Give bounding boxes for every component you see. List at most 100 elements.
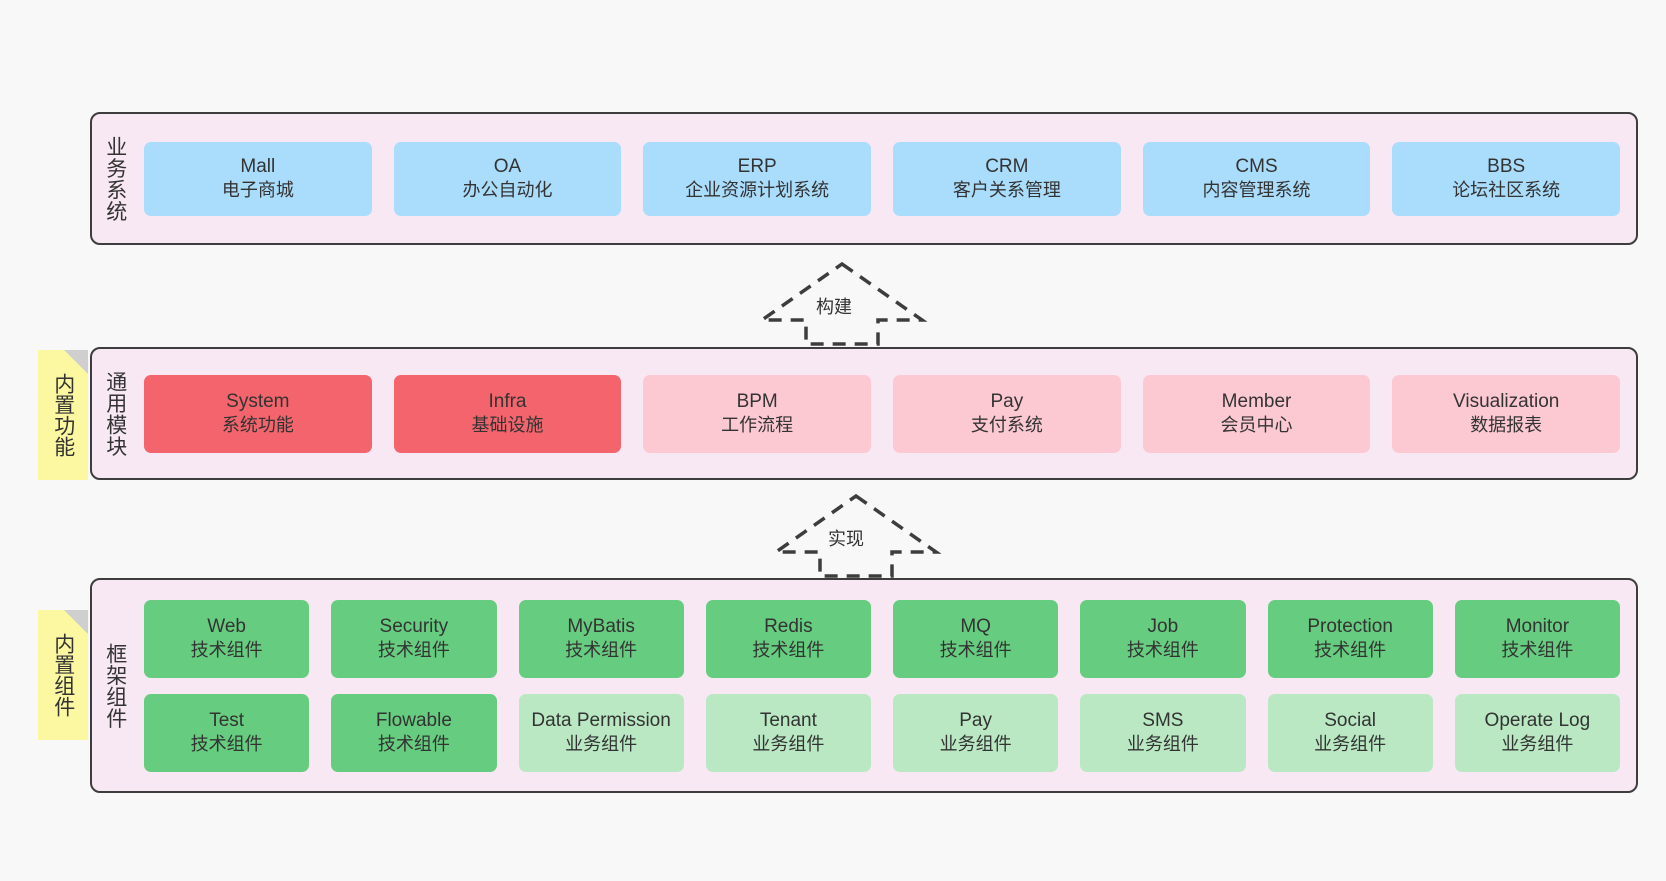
- card-title: Data Permission: [531, 710, 671, 732]
- sticky-note-builtin-components[interactable]: 内置组件: [38, 610, 88, 740]
- card-title: Pay: [990, 391, 1024, 413]
- card-social[interactable]: Social 业务组件: [1267, 693, 1433, 772]
- card-subtitle: 技术组件: [939, 640, 1012, 661]
- card-subtitle: 技术组件: [1501, 640, 1574, 661]
- card-system[interactable]: System 系统功能: [144, 374, 372, 453]
- layer-title-business-system: 业务系统: [103, 135, 127, 222]
- arrow-build: 构建: [756, 258, 928, 346]
- card-title: Operate Log: [1484, 710, 1591, 732]
- card-row: Web 技术组件 Security 技术组件 MyBatis 技术组件 Redi…: [144, 599, 1620, 678]
- layer-body-common-modules: System 系统功能 Infra 基础设施 BPM 工作流程 Pay 支付系统…: [138, 349, 1636, 478]
- layer-common-modules[interactable]: 通用模块 System 系统功能 Infra 基础设施 BPM 工作流程 Pay…: [90, 347, 1638, 480]
- card-title: Tenant: [759, 710, 817, 732]
- card-title: Social: [1324, 710, 1376, 732]
- card-subtitle: 内容管理系统: [1202, 180, 1311, 201]
- card-subtitle: 业务组件: [565, 734, 638, 755]
- card-security[interactable]: Security 技术组件: [331, 599, 497, 678]
- layer-business-system[interactable]: 业务系统 Mall 电子商城 OA 办公自动化 ERP 企业资源计划系统 CRM…: [90, 112, 1638, 245]
- card-subtitle: 技术组件: [377, 640, 450, 661]
- card-operate-log[interactable]: Operate Log 业务组件: [1454, 693, 1620, 772]
- card-title: OA: [493, 156, 522, 178]
- card-mall[interactable]: Mall 电子商城: [144, 141, 372, 216]
- card-row: Mall 电子商城 OA 办公自动化 ERP 企业资源计划系统 CRM 客户关系…: [144, 141, 1621, 216]
- card-subtitle: 技术组件: [190, 734, 263, 755]
- card-title: BPM: [736, 391, 778, 413]
- card-title: CMS: [1235, 156, 1278, 178]
- card-protection[interactable]: Protection 技术组件: [1267, 599, 1433, 678]
- card-title: Visualization: [1453, 391, 1560, 413]
- card-title: Infra: [488, 391, 527, 413]
- layer-title-common-modules: 通用模块: [103, 370, 127, 457]
- card-title: ERP: [737, 156, 777, 178]
- card-pay[interactable]: Pay 支付系统: [893, 374, 1121, 453]
- sticky-note-text: 内置功能: [51, 373, 75, 457]
- card-title: SMS: [1142, 710, 1184, 732]
- sticky-note-builtin-features[interactable]: 内置功能: [38, 350, 88, 480]
- card-pay-component[interactable]: Pay 业务组件: [893, 693, 1059, 772]
- card-crm[interactable]: CRM 客户关系管理: [893, 141, 1121, 216]
- card-subtitle: 论坛社区系统: [1452, 180, 1561, 201]
- card-tenant[interactable]: Tenant 业务组件: [705, 693, 871, 772]
- card-row: System 系统功能 Infra 基础设施 BPM 工作流程 Pay 支付系统…: [144, 374, 1621, 453]
- card-title: Test: [209, 710, 245, 732]
- card-subtitle: 企业资源计划系统: [685, 180, 830, 201]
- card-title: Security: [379, 616, 449, 638]
- card-data-permission[interactable]: Data Permission 业务组件: [518, 693, 684, 772]
- layer-body-framework-components: Web 技术组件 Security 技术组件 MyBatis 技术组件 Redi…: [138, 580, 1636, 791]
- card-title: Protection: [1307, 616, 1393, 638]
- card-title: Mall: [240, 156, 276, 178]
- card-subtitle: 技术组件: [1126, 640, 1199, 661]
- card-title: BBS: [1487, 156, 1526, 178]
- card-subtitle: 工作流程: [721, 415, 794, 436]
- card-flowable[interactable]: Flowable 技术组件: [331, 693, 497, 772]
- card-subtitle: 基础设施: [471, 415, 544, 436]
- card-row: Test 技术组件 Flowable 技术组件 Data Permission …: [144, 693, 1620, 772]
- card-title: System: [226, 391, 290, 413]
- card-monitor[interactable]: Monitor 技术组件: [1454, 599, 1620, 678]
- dashed-up-arrow-icon: [770, 493, 942, 578]
- card-subtitle: 技术组件: [565, 640, 638, 661]
- card-web[interactable]: Web 技术组件: [144, 599, 310, 678]
- card-subtitle: 技术组件: [190, 640, 263, 661]
- card-subtitle: 会员中心: [1220, 415, 1293, 436]
- card-subtitle: 技术组件: [752, 640, 825, 661]
- card-subtitle: 技术组件: [377, 734, 450, 755]
- card-cms[interactable]: CMS 内容管理系统: [1142, 141, 1371, 216]
- card-title: Flowable: [375, 710, 452, 732]
- card-subtitle: 业务组件: [752, 734, 825, 755]
- arrow-label-build: 构建: [816, 297, 852, 317]
- card-subtitle: 业务组件: [1126, 734, 1199, 755]
- card-infra[interactable]: Infra 基础设施: [393, 374, 622, 453]
- card-sms[interactable]: SMS 业务组件: [1080, 693, 1246, 772]
- arrow-implement: 实现: [770, 490, 942, 578]
- layer-title-framework-components: 框架组件: [103, 642, 127, 729]
- card-mybatis[interactable]: MyBatis 技术组件: [518, 599, 684, 678]
- card-subtitle: 技术组件: [1314, 640, 1387, 661]
- card-title: Monitor: [1505, 616, 1570, 638]
- card-job[interactable]: Job 技术组件: [1080, 599, 1246, 678]
- card-subtitle: 业务组件: [939, 734, 1012, 755]
- card-subtitle: 办公自动化: [462, 180, 553, 201]
- card-bpm[interactable]: BPM 工作流程: [643, 374, 872, 453]
- card-mq[interactable]: MQ 技术组件: [893, 599, 1059, 678]
- card-title: CRM: [985, 156, 1029, 178]
- card-subtitle: 系统功能: [221, 415, 294, 436]
- layer-framework-components[interactable]: 框架组件 Web 技术组件 Security 技术组件 MyBatis 技术组件…: [90, 578, 1638, 793]
- arrow-label-implement: 实现: [828, 529, 864, 549]
- card-member[interactable]: Member 会员中心: [1142, 374, 1371, 453]
- card-test[interactable]: Test 技术组件: [144, 693, 310, 772]
- card-subtitle: 支付系统: [970, 415, 1043, 436]
- card-erp[interactable]: ERP 企业资源计划系统: [643, 141, 872, 216]
- card-title: Job: [1147, 616, 1179, 638]
- card-subtitle: 数据报表: [1470, 415, 1543, 436]
- card-oa[interactable]: OA 办公自动化: [393, 141, 622, 216]
- card-visualization[interactable]: Visualization 数据报表: [1392, 374, 1621, 453]
- card-redis[interactable]: Redis 技术组件: [705, 599, 871, 678]
- layer-body-business-system: Mall 电子商城 OA 办公自动化 ERP 企业资源计划系统 CRM 客户关系…: [138, 114, 1636, 243]
- card-subtitle: 业务组件: [1314, 734, 1387, 755]
- dashed-up-arrow-icon: [756, 261, 928, 346]
- card-title: Member: [1221, 391, 1292, 413]
- card-bbs[interactable]: BBS 论坛社区系统: [1392, 141, 1621, 216]
- card-title: MyBatis: [567, 616, 635, 638]
